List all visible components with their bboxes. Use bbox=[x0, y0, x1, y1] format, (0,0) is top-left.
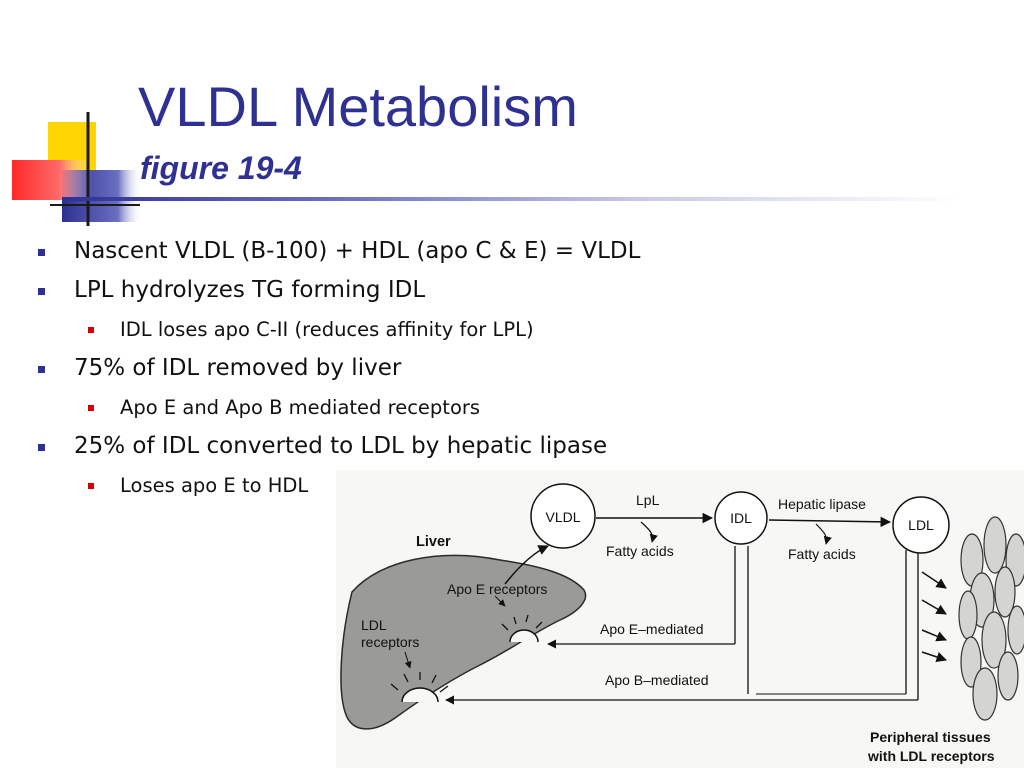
ldl-node bbox=[892, 496, 950, 554]
bullet-text: 75% of IDL removed by liver bbox=[74, 355, 402, 381]
ldl-label: LDL bbox=[908, 517, 934, 533]
peripheral-tissues-label-line1: Peripheral tissues bbox=[870, 729, 991, 745]
peripheral-cells bbox=[958, 516, 1024, 721]
apo-b-mediated-label: Apo B–mediated bbox=[605, 672, 709, 688]
bullet-text: Nascent VLDL (B-100) + HDL (apo C & E) =… bbox=[74, 238, 641, 264]
decorative-logo-blocks bbox=[12, 112, 142, 226]
title-underline bbox=[62, 197, 962, 201]
ldl-receptors-label-line1: LDL bbox=[361, 617, 387, 633]
bullet-text: Apo E and Apo B mediated receptors bbox=[120, 396, 481, 419]
bullet-text: Loses apo E to HDL bbox=[120, 474, 309, 497]
liver-label: Liver bbox=[416, 534, 451, 550]
apo-e-receptors-label: Apo E receptors bbox=[447, 581, 547, 597]
bullet-text: 25% of IDL converted to LDL by hepatic l… bbox=[74, 433, 608, 459]
sub-bullet-item: Apo E and Apo B mediated receptors bbox=[0, 388, 720, 427]
slide-subtitle: figure 19-4 bbox=[140, 150, 302, 186]
hepatic-lipase-label: Hepatic lipase bbox=[778, 496, 866, 512]
sub-bullet-item: IDL loses apo C-II (reduces affinity for… bbox=[0, 310, 720, 349]
square-bullet-icon bbox=[38, 288, 45, 295]
bullet-text: IDL loses apo C-II (reduces affinity for… bbox=[120, 318, 534, 341]
bullet-item: 75% of IDL removed by liver bbox=[0, 349, 720, 388]
red-block bbox=[12, 160, 92, 200]
fatty-acids-label-1: Fatty acids bbox=[606, 543, 674, 559]
square-bullet-icon bbox=[38, 366, 45, 373]
ldl-receptors-label-line2: receptors bbox=[361, 634, 419, 650]
liver-shape bbox=[340, 554, 587, 730]
vldl-metabolism-figure: Liver VLDL IDL LDL LpL Fatty acids Hepat… bbox=[336, 470, 1024, 768]
square-bullet-icon bbox=[38, 444, 45, 451]
bullet-item: LPL hydrolyzes TG forming IDL bbox=[0, 271, 720, 310]
idl-node bbox=[714, 491, 768, 545]
slide-title: VLDL Metabolism bbox=[138, 75, 578, 138]
bullet-text: LPL hydrolyzes TG forming IDL bbox=[74, 277, 426, 303]
peripheral-tissues-label-line2: with LDL receptors bbox=[867, 748, 995, 764]
square-bullet-icon bbox=[88, 405, 94, 411]
vldl-label: VLDL bbox=[545, 509, 580, 525]
square-bullet-icon bbox=[88, 327, 94, 333]
vldl-node bbox=[530, 483, 596, 549]
fatty-acids-label-2: Fatty acids bbox=[788, 546, 856, 562]
square-bullet-icon bbox=[88, 483, 94, 489]
apo-e-mediated-label: Apo E–mediated bbox=[600, 621, 704, 637]
figure-drawing: Liver VLDL IDL LDL LpL Fatty acids Hepat… bbox=[336, 470, 1024, 768]
sub-bullet-item: Loses apo E to HDL bbox=[0, 466, 720, 505]
bullet-list: Nascent VLDL (B-100) + HDL (apo C & E) =… bbox=[0, 232, 720, 505]
square-bullet-icon bbox=[38, 249, 45, 256]
lpl-label: LpL bbox=[636, 492, 660, 508]
idl-label: IDL bbox=[730, 510, 752, 526]
bullet-item: 25% of IDL converted to LDL by hepatic l… bbox=[0, 427, 720, 466]
bullet-item: Nascent VLDL (B-100) + HDL (apo C & E) =… bbox=[0, 232, 720, 271]
